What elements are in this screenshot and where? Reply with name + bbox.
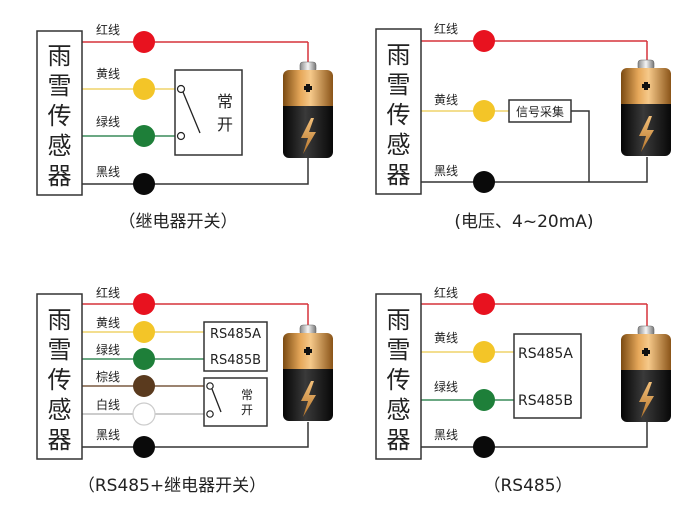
terminal-green <box>473 389 495 411</box>
wire-label-red: 红线 <box>96 22 120 37</box>
relay-contact <box>176 131 186 141</box>
sensor-char: 雨 <box>387 306 411 334</box>
panel-caption: （继电器开关） <box>119 212 238 232</box>
rs485-box <box>513 333 582 419</box>
panel-relay: 雨 雪 传 感 器 红线 黄线 绿线 黑线 常 开 （继电器开关） <box>36 22 335 232</box>
terminal-white <box>132 402 156 426</box>
sensor-char: 雪 <box>387 71 411 99</box>
relay-switch-arm <box>211 388 222 413</box>
wire-label-black: 黑线 <box>434 428 458 442</box>
sensor-char: 雪 <box>48 72 72 100</box>
wire-label-black: 黑线 <box>96 428 120 442</box>
sensor-char: 传 <box>48 366 72 394</box>
rs485b-label: RS485B <box>210 353 261 368</box>
sensor-char: 传 <box>387 101 411 129</box>
relay-char: 常 <box>217 92 233 111</box>
relay-char: 开 <box>217 115 233 134</box>
sensor-char: 雨 <box>48 306 72 334</box>
sensor-char: 感 <box>48 396 72 424</box>
relay-contact <box>206 410 214 418</box>
sensor-char: 传 <box>48 102 72 130</box>
relay-char: 常 <box>241 388 253 402</box>
terminal-green <box>133 348 155 370</box>
relay-box <box>174 69 243 156</box>
wire-label-yellow: 黄线 <box>96 316 120 330</box>
terminal-black <box>473 171 495 193</box>
battery-icon <box>281 323 335 423</box>
panel-voltage-current: 雨 雪 传 感 器 红线 黄线 黑线 信号采集 (电压、4~20mA) <box>375 21 673 232</box>
terminal-yellow <box>473 341 495 363</box>
terminal-yellow <box>133 78 155 100</box>
sensor-char: 雨 <box>48 42 72 70</box>
wire-label-black: 黑线 <box>96 165 120 179</box>
sensor-char: 器 <box>48 426 72 454</box>
terminal-red <box>133 293 155 315</box>
terminal-black <box>473 436 495 458</box>
wire-label-green: 绿线 <box>434 379 458 394</box>
black-wire <box>421 422 648 448</box>
sensor-char: 感 <box>48 132 72 160</box>
sensor-char: 雪 <box>48 336 72 364</box>
signal-return-wire <box>571 110 590 182</box>
battery-icon <box>619 58 673 158</box>
sensor-box <box>36 293 83 460</box>
signal-acquisition-box <box>508 99 572 123</box>
sensor-char: 器 <box>387 426 411 454</box>
battery-icon <box>281 60 335 160</box>
rs485a-label: RS485A <box>518 346 573 362</box>
sensor-char: 器 <box>387 161 411 189</box>
rs485a-label: RS485A <box>210 327 261 342</box>
black-wire <box>82 422 309 448</box>
terminal-yellow <box>473 100 495 122</box>
relay-char: 开 <box>241 403 253 417</box>
terminal-yellow <box>133 321 155 343</box>
sensor-char: 感 <box>387 396 411 424</box>
terminal-red <box>473 30 495 52</box>
signal-acquisition-label: 信号采集 <box>516 104 564 119</box>
panel-rs485: 雨 雪 传 感 器 红线 黄线 绿线 黑线 RS485A RS485B （RS4… <box>375 285 673 496</box>
terminal-red <box>133 31 155 53</box>
sensor-char: 雨 <box>387 41 411 69</box>
terminal-red <box>473 293 495 315</box>
wire-label-red: 红线 <box>96 285 120 300</box>
relay-contact <box>206 382 214 390</box>
relay-switch-arm <box>182 91 201 134</box>
battery-icon <box>619 324 673 424</box>
wire-label-red: 红线 <box>434 21 458 36</box>
wire-label-yellow: 黄线 <box>434 93 458 107</box>
wire-label-red: 红线 <box>434 285 458 300</box>
sensor-box <box>375 293 422 460</box>
terminal-brown <box>133 375 155 397</box>
relay-contact <box>176 84 186 94</box>
panel-rs485-relay: 雨 雪 传 感 器 红线 黄线 绿线 棕线 白线 黑线 RS485A RS485… <box>36 285 335 496</box>
wire-label-green: 绿线 <box>96 342 120 357</box>
sensor-char: 雪 <box>387 336 411 364</box>
terminal-black <box>133 436 155 458</box>
black-wire <box>421 157 648 183</box>
sensor-char: 传 <box>387 366 411 394</box>
panel-caption: (电压、4~20mA) <box>454 212 593 232</box>
sensor-box <box>375 28 422 195</box>
sensor-char: 器 <box>48 162 72 190</box>
wire-label-brown: 棕线 <box>96 369 120 384</box>
wire-label-green: 绿线 <box>96 114 120 129</box>
wire-label-black: 黑线 <box>434 164 458 178</box>
terminal-green <box>133 125 155 147</box>
sensor-char: 感 <box>387 131 411 159</box>
black-wire <box>82 158 309 185</box>
wire-label-yellow: 黄线 <box>434 331 458 345</box>
rs485-box <box>203 321 268 372</box>
panel-caption: （RS485） <box>483 476 572 496</box>
rs485b-label: RS485B <box>518 393 573 409</box>
panel-caption: （RS485+继电器开关） <box>78 476 266 496</box>
relay-box <box>203 377 268 427</box>
wire-label-yellow: 黄线 <box>96 67 120 81</box>
sensor-box <box>36 30 83 196</box>
terminal-black <box>133 173 155 195</box>
wire-label-white: 白线 <box>96 397 120 412</box>
